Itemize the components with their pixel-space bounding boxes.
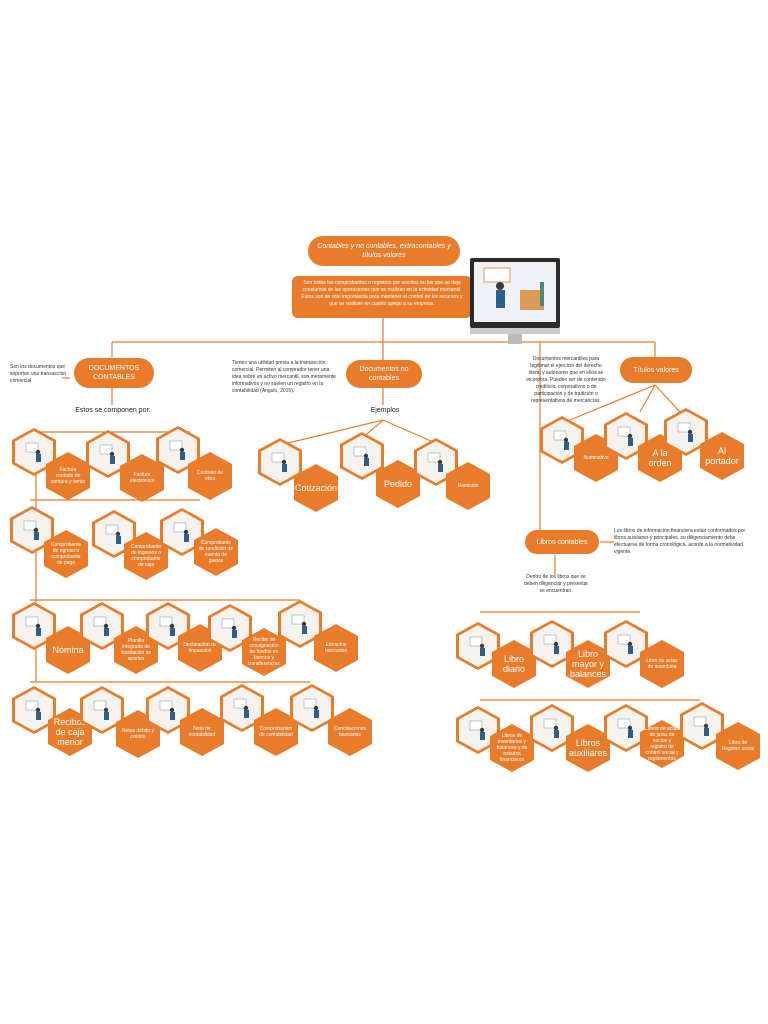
- contables-item-label: Recibos de caja menor: [53, 717, 87, 747]
- main-title: Contables y no contables, extracontables…: [308, 236, 460, 266]
- contables-illustration-hex: [290, 684, 334, 732]
- contables-item-label: Factura electrónica: [129, 472, 155, 484]
- libros-note: Los libros de información financiera est…: [614, 528, 746, 555]
- libros-item-label: Libro de actas de asamblea: [646, 658, 678, 670]
- libros-subtitle: Dentro de los libros que se deben dilige…: [523, 574, 589, 594]
- no_contables-item-hex: Pedido: [376, 460, 420, 508]
- node-documentos-contables: DOCUMENTOS CONTABLES: [74, 358, 154, 388]
- intro-box: Son todos los comprobantes o registros p…: [292, 276, 472, 318]
- contables-item-label: Comprobantes de contabilidad: [259, 726, 293, 738]
- libros-item-label: Libros auxiliares: [569, 738, 608, 758]
- libros-item-label: Libro mayor y balances: [570, 649, 607, 679]
- node-libros-contables: Libros contables: [525, 530, 599, 554]
- contables-item-label: Comprobante de egreso o comprobante de p…: [50, 542, 82, 566]
- titulos-item-label: A la orden: [648, 448, 672, 468]
- contables-item-label: Comprobante de ingresos o comprobante de…: [130, 544, 162, 568]
- no_contables-illustration-hex: [258, 438, 302, 486]
- contables-item-label: Conciliaciones bancarias: [333, 726, 367, 738]
- computer-illustration: [470, 258, 560, 344]
- contables-item-label: Contrato de obra: [196, 470, 224, 482]
- libros-item-label: Libros de actas de junta de socios y reg…: [645, 726, 679, 762]
- titulos-item-label: Nominativo: [583, 455, 609, 461]
- contables-item-label: Recibo de consignación de fondos en banc…: [248, 637, 280, 667]
- contables-item-label: Planilla integrada de liquidación de apo…: [120, 638, 152, 662]
- contables-item-label: Nota de contabilidad: [188, 726, 216, 738]
- titulos-item-label: Al portador: [705, 446, 739, 466]
- contables-item-label: Comprobante de rendición de cuenta de ga…: [198, 540, 234, 564]
- node-documentos-no-contables: Documentos no contables: [346, 360, 422, 388]
- libros-item-label: Libro diario: [502, 654, 525, 674]
- libros-illustration-hex: [456, 622, 500, 670]
- contables-item-label: Nómina: [52, 645, 84, 655]
- contables-item-hex: Conciliaciones bancarias: [328, 708, 372, 756]
- titulos-note: Documentos mercantiles para legitimar el…: [526, 356, 606, 404]
- contables-item-label: Notas débito y crédito: [122, 728, 154, 740]
- libros-item-label: Libro de Registro social: [721, 740, 755, 752]
- contables-item-label: Factura contado de compra y venta: [50, 467, 86, 485]
- no_contables-item-hex: Cotización: [294, 464, 338, 512]
- contables-item-hex: Extractos bancarios: [314, 624, 358, 672]
- no_contables-item-hex: Remisión: [446, 462, 490, 510]
- no_contables-item-label: Pedido: [383, 479, 413, 489]
- contables-item-label: Extractos bancarios: [325, 642, 347, 654]
- contables-item-label: Declaración de impuestos: [183, 642, 217, 654]
- node-titulos-valores: Títulos valores: [620, 357, 692, 383]
- no_contables-item-label: Remisión: [457, 483, 479, 489]
- no-contables-note: Tienen una utilidad previa a la transacc…: [232, 360, 336, 394]
- contables-subtitle: Estos se componen por:: [75, 407, 151, 414]
- no-contables-subtitle: Ejemplos: [370, 407, 400, 414]
- contables-side-note: Son los documentos que soportan una tran…: [10, 364, 67, 384]
- no_contables-item-label: Cotización: [294, 483, 338, 493]
- libros-item-label: Libros de inventarios y balances y de es…: [496, 733, 528, 763]
